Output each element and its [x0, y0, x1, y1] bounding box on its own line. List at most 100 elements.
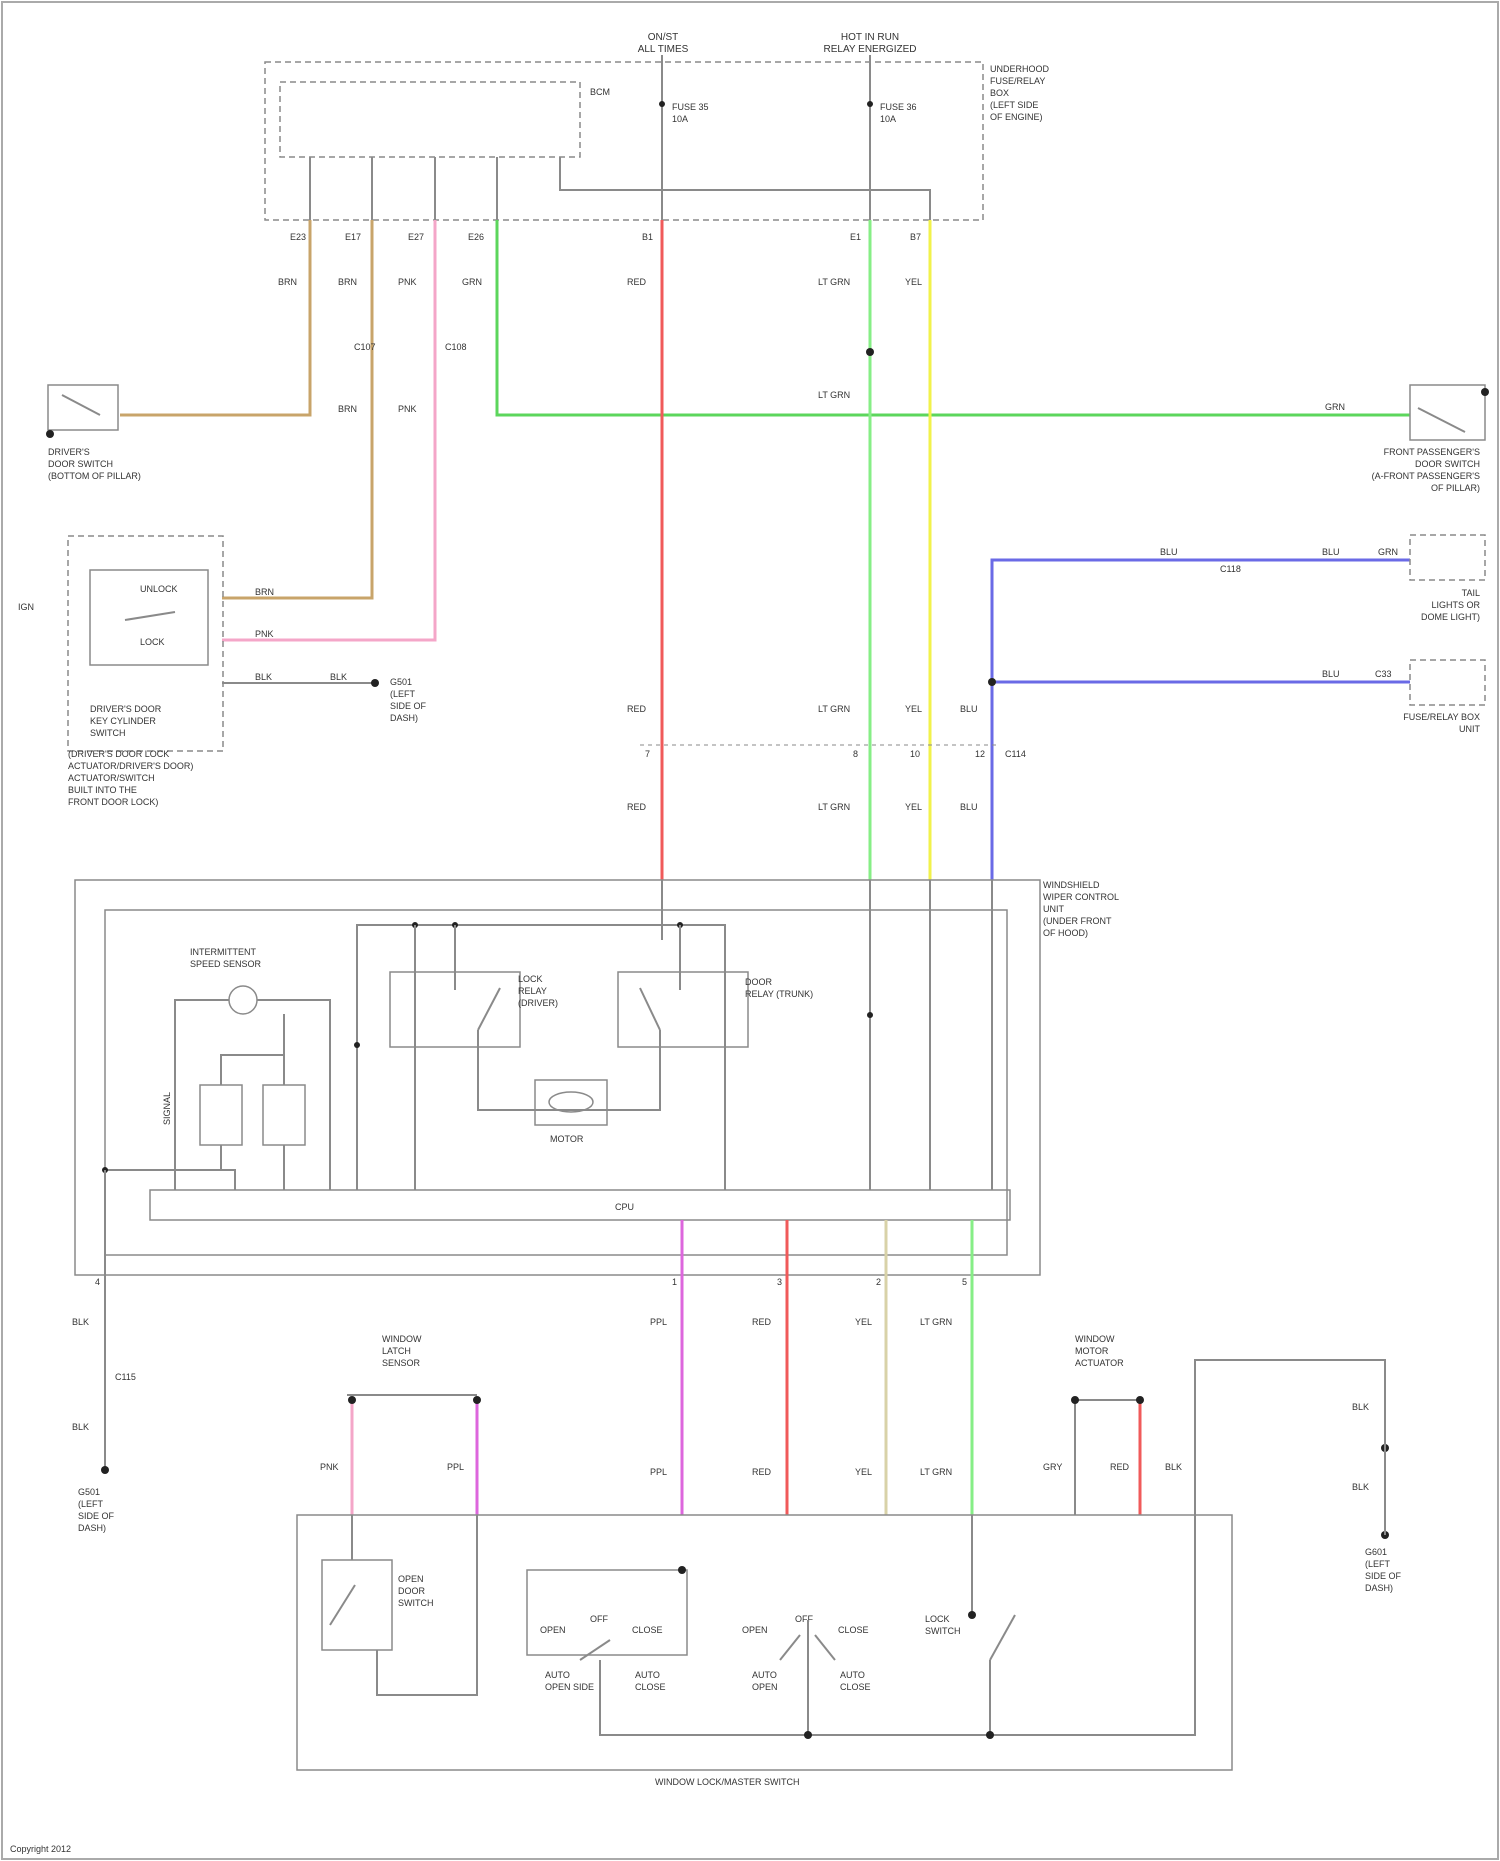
key-module-wire-2: PNK	[255, 629, 274, 639]
lower-connector-label: C115	[115, 1372, 136, 1382]
mid-pin-2: 8	[853, 749, 858, 759]
underhood-label-1: UNDERHOOD	[990, 64, 1050, 74]
top-pin-5: B1	[642, 232, 653, 242]
ground-top-3: SIDE OF	[390, 701, 427, 711]
window-color-2: RED	[1110, 1462, 1130, 1472]
ground-bottom-left-1: G501	[78, 1487, 100, 1497]
sensor-label-1: INTERMITTENT	[190, 947, 256, 957]
lock-switch-1: LOCK	[925, 1614, 950, 1624]
fuse-a-label: FUSE 35	[672, 102, 709, 112]
mid-color-lower-1: RED	[627, 802, 647, 812]
underhood-label-5: OF ENGINE)	[990, 112, 1043, 122]
driver-door-switch-ground	[46, 430, 54, 438]
blue-lower-target-1: FUSE/RELAY BOX	[1403, 712, 1480, 722]
lower-color-lower-4: YEL	[855, 1467, 872, 1477]
left-switch-line3: (BOTTOM OF PILLAR)	[48, 471, 141, 481]
top-wire-color-2: BRN	[338, 277, 357, 287]
right-switch-line3: (A-FRONT PASSENGER'S	[1372, 471, 1480, 481]
ground-top-2: (LEFT	[390, 689, 416, 699]
ground-top-1: G501	[390, 677, 412, 687]
latch-color-2: PPL	[447, 1462, 464, 1472]
mid-color-upper-1: RED	[627, 704, 647, 714]
fuse-35-node	[659, 101, 665, 107]
power-source-left-line2: ALL TIMES	[638, 44, 689, 55]
lt-green-splice	[866, 348, 874, 356]
mid-color-upper-3: YEL	[905, 704, 922, 714]
left-switch-line1: DRIVER'S	[48, 447, 90, 457]
lower-color-upper-1: BLK	[72, 1317, 89, 1327]
lock-switch-2: SWITCH	[925, 1626, 961, 1636]
top-wire-color-3: PNK	[398, 277, 417, 287]
lower-color-upper-3: RED	[752, 1317, 772, 1327]
power-source-left-line1: ON/ST	[648, 32, 679, 43]
wiper-title-3: UNIT	[1043, 904, 1064, 914]
wiper-title-5: OF HOOD)	[1043, 928, 1088, 938]
selector-2-caption-2: OPEN	[752, 1682, 778, 1692]
mid-color-lower-3: YEL	[905, 802, 922, 812]
mid-pin-3: 10	[910, 749, 920, 759]
window-node-2	[1136, 1396, 1144, 1404]
selector-2-close: CLOSE	[838, 1625, 869, 1635]
relay-left-2: RELAY	[518, 986, 547, 996]
lower-color-lower-5: LT GRN	[920, 1467, 952, 1477]
mid-connector-label: C114	[1005, 749, 1026, 759]
lock-switch-node	[968, 1611, 976, 1619]
fuse-36-node	[867, 101, 873, 107]
latch-sensor-3: SENSOR	[382, 1358, 421, 1368]
fuse-a-amp: 10A	[672, 114, 688, 124]
relay-left-1: LOCK	[518, 974, 543, 984]
blue-upper-target-3: DOME LIGHT)	[1421, 612, 1480, 622]
lower-color-upper-4: YEL	[855, 1317, 872, 1327]
left-switch-line2: DOOR SWITCH	[48, 459, 113, 469]
latch-sensor-2: LATCH	[382, 1346, 411, 1356]
key-module-caption-1: (DRIVER'S DOOR LOCK	[68, 749, 169, 759]
lower-color-lower-1: BLK	[72, 1422, 89, 1432]
window-motor-2: MOTOR	[1075, 1346, 1109, 1356]
right-switch-line1: FRONT PASSENGER'S	[1384, 447, 1480, 457]
wiper-title-2: WIPER CONTROL	[1043, 892, 1119, 902]
selector-2-open: OPEN	[742, 1625, 768, 1635]
blue-lower-wire-2: C33	[1375, 669, 1392, 679]
selector-1-node	[678, 1566, 686, 1574]
lower-pin-5: 5	[962, 1277, 967, 1287]
ground-bottom-right-1: G601	[1365, 1547, 1387, 1557]
right-ground-color-1: BLK	[1352, 1402, 1369, 1412]
key-module-title-2: KEY CYLINDER	[90, 716, 156, 726]
passenger-door-switch-ground	[1481, 388, 1489, 396]
blue-upper-wire-3: GRN	[1378, 547, 1398, 557]
master-switch-title: WINDOW LOCK/MASTER SWITCH	[655, 1777, 800, 1787]
selector-2-off: OFF	[795, 1614, 813, 1624]
top-pin-7: B7	[910, 232, 921, 242]
sensor-signal-label: SIGNAL	[162, 1092, 172, 1125]
right-ground-color-2: BLK	[1352, 1482, 1369, 1492]
lower-color-upper-2: PPL	[650, 1317, 667, 1327]
blue-lower-target-2: UNIT	[1459, 724, 1480, 734]
selector-2-caption-b1: AUTO	[840, 1670, 865, 1680]
blue-upper-target-1: TAIL	[1462, 588, 1480, 598]
top-pin-3: E27	[408, 232, 424, 242]
window-color-1: GRY	[1043, 1462, 1062, 1472]
key-lock-label: LOCK	[140, 637, 165, 647]
lower-pin-1: 4	[95, 1277, 100, 1287]
right-switch-line4: OF PILLAR)	[1431, 483, 1480, 493]
key-module-title-1: DRIVER'S DOOR	[90, 704, 162, 714]
window-motor-1: WINDOW	[1075, 1334, 1115, 1344]
bcm-label: BCM	[590, 87, 610, 97]
selector-1-caption-1: AUTO	[545, 1670, 570, 1680]
open-door-switch-3: SWITCH	[398, 1598, 434, 1608]
motor-label: MOTOR	[550, 1134, 584, 1144]
blue-upper-wire-1: BLU	[1160, 547, 1178, 557]
mid-pin-4: 12	[975, 749, 985, 759]
ground-bottom-right-3: SIDE OF	[1365, 1571, 1402, 1581]
mid-pin-1: 7	[645, 749, 650, 759]
top-wire-color-5: RED	[627, 277, 647, 287]
top-wire-color-1: BRN	[278, 277, 297, 287]
ground-bottom-left-4: DASH)	[78, 1523, 106, 1533]
key-module-wire-4: BLK	[330, 672, 347, 682]
selector-2-caption-1: AUTO	[752, 1670, 777, 1680]
upper-lower-color-2: PNK	[398, 404, 417, 414]
lock-switch-ground-node	[986, 1731, 994, 1739]
key-unlock-label: UNLOCK	[140, 584, 178, 594]
fuse-b-label: FUSE 36	[880, 102, 917, 112]
